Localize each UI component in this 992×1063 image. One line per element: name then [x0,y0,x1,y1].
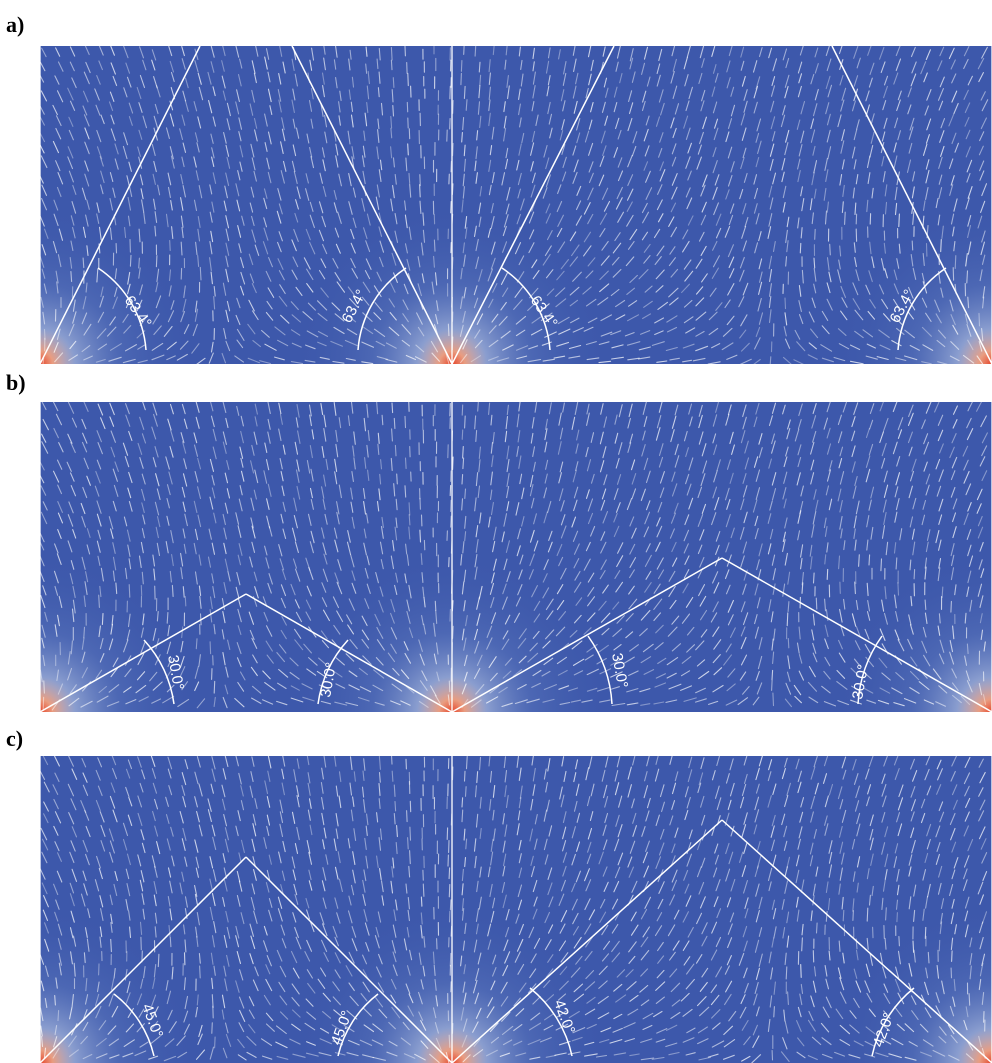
panel-label-c: c) [6,726,24,751]
angle-label: 30.0° [608,652,631,690]
angle-label: 30.0° [849,663,872,701]
panel-a: 63.4° 63.4° 63.4° 63.4° [40,46,992,364]
angle-label: 30.0° [317,661,340,699]
field-plot-c: 45.0° 45.0° 42.0° 42.0° [40,756,992,1063]
field-plot-a: 63.4° 63.4° 63.4° 63.4° [40,46,992,364]
panel-label-b: b) [6,370,26,395]
panel-c: 45.0° 45.0° 42.0° 42.0° [40,756,992,1063]
field-plot-b: 30.0° 30.0° 30.0° 30.0° [40,402,992,712]
panel-label-a: a) [6,12,25,37]
panel-b: 30.0° 30.0° 30.0° 30.0° [40,402,992,712]
angle-label: 30.0° [164,654,187,692]
